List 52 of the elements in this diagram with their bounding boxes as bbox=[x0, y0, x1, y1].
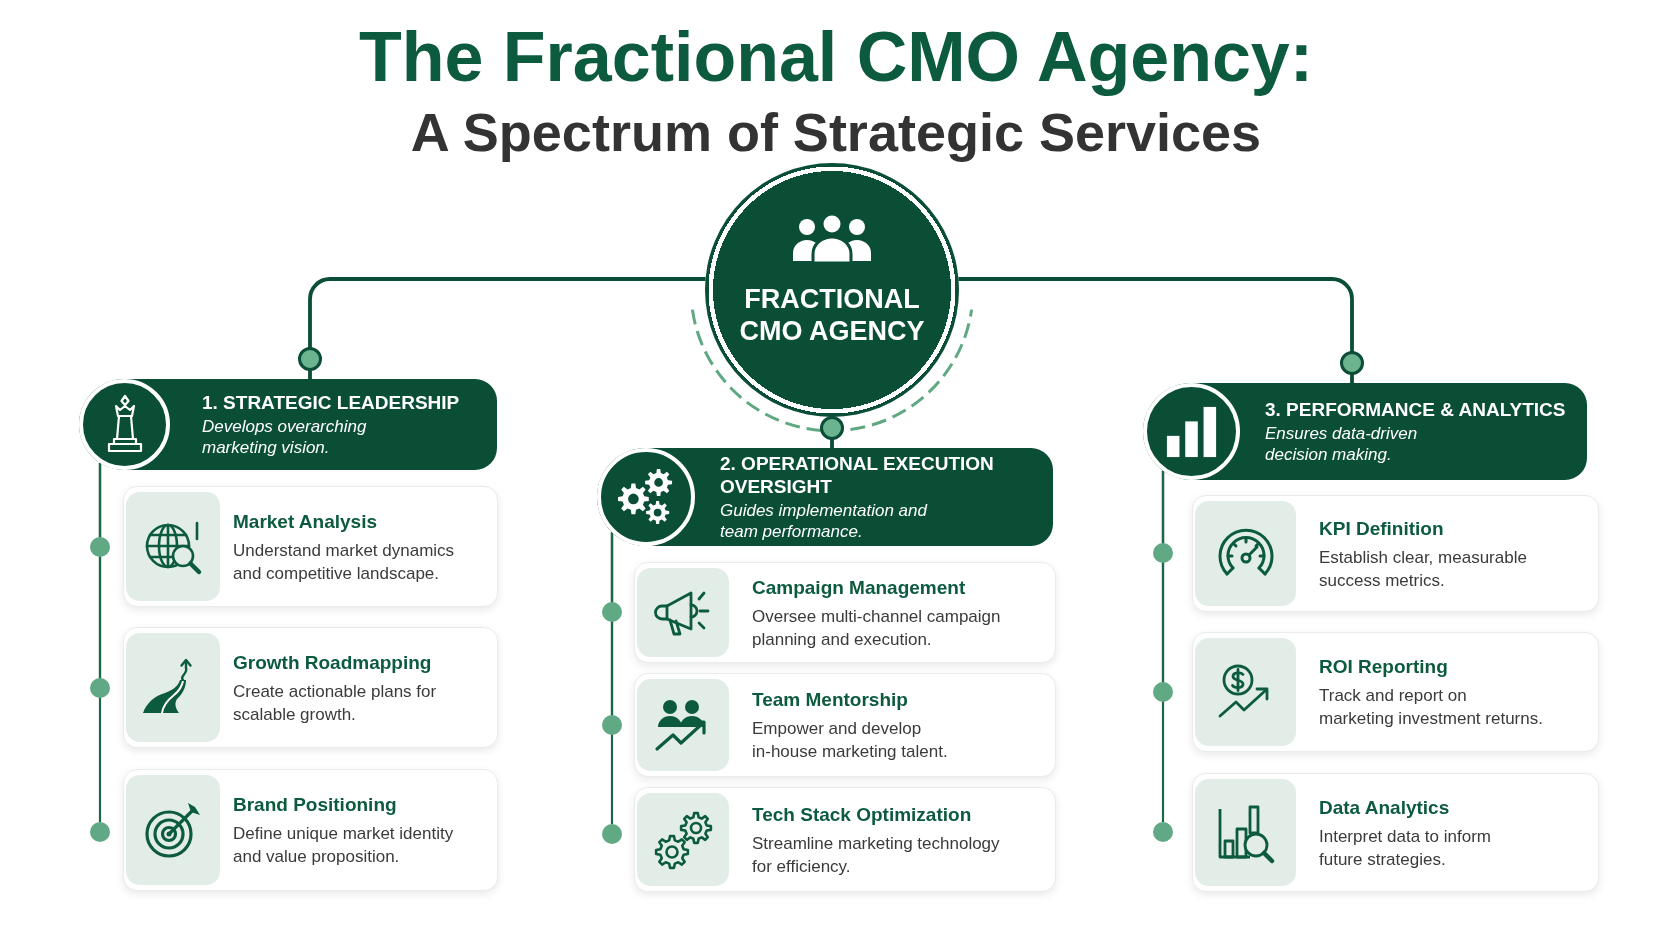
banner-title: 3. PERFORMANCE & ANALYTICS bbox=[1265, 398, 1566, 421]
card-description: Establish clear, measurable success metrics. bbox=[1319, 546, 1527, 592]
card-title: Campaign Management bbox=[752, 575, 967, 600]
card-description: Understand market dynamics and competitive landscape. bbox=[233, 539, 455, 585]
timeline-dot bbox=[602, 715, 622, 735]
service-card bbox=[123, 769, 498, 891]
banner-title: 1. STRATEGIC LEADERSHIP bbox=[202, 391, 460, 414]
section-banner bbox=[79, 379, 497, 470]
banner-title: 2. OPERATIONAL EXECUTION OVERSIGHT bbox=[720, 452, 994, 498]
service-card bbox=[634, 673, 1056, 777]
service-card bbox=[1192, 495, 1599, 612]
card-description: Empower and develop in-house marketing talent. bbox=[752, 718, 948, 763]
section-banner bbox=[1143, 383, 1587, 480]
timeline-dot bbox=[1153, 682, 1173, 702]
card-description: Create actionable plans for scalable growth. bbox=[233, 680, 437, 726]
connector-line bbox=[820, 416, 844, 448]
card-title: Market Analysis bbox=[233, 509, 378, 534]
section-banner bbox=[597, 448, 1053, 546]
card-description: Interpret data to inform future strategies. bbox=[1319, 825, 1491, 871]
service-card bbox=[123, 627, 498, 748]
banner-subtitle: Develops overarching marketing vision. bbox=[202, 416, 368, 458]
timeline-line bbox=[98, 462, 102, 822]
card-title: Tech Stack Optimization bbox=[752, 802, 973, 827]
timeline-dot bbox=[90, 678, 110, 698]
card-title: ROI Reporting bbox=[1319, 655, 1449, 679]
service-card bbox=[634, 562, 1056, 663]
card-title: Data Analytics bbox=[1319, 795, 1451, 820]
card-description: Define unique market identity and value proposition. bbox=[233, 823, 454, 868]
hub-label: FRACTIONAL CMO AGENCY bbox=[739, 283, 925, 347]
card-description: Streamline marketing technology for efficiency. bbox=[752, 832, 1000, 878]
card-description: Oversee multi-channel campaign planning and execution. bbox=[752, 605, 1001, 651]
service-card bbox=[123, 486, 498, 607]
timeline-dot bbox=[1153, 543, 1173, 563]
card-title: Team Mentorship bbox=[752, 688, 909, 712]
timeline-dot bbox=[90, 537, 110, 557]
card-title: Brand Positioning bbox=[233, 793, 398, 817]
connector-line bbox=[298, 277, 706, 379]
timeline-line bbox=[610, 532, 614, 824]
timeline-dot bbox=[602, 824, 622, 844]
timeline-dot bbox=[602, 602, 622, 622]
timeline-dot bbox=[90, 822, 110, 842]
banner-subtitle: Guides implementation and team performance. bbox=[720, 500, 929, 542]
card-title: KPI Definition bbox=[1319, 516, 1445, 541]
service-card bbox=[634, 787, 1056, 892]
service-card bbox=[1192, 773, 1599, 892]
connector-line bbox=[958, 277, 1364, 383]
timeline-dot bbox=[1153, 822, 1173, 842]
timeline-line bbox=[1161, 470, 1165, 822]
card-title: Growth Roadmapping bbox=[233, 650, 433, 675]
card-description: Track and report on marketing investment returns. bbox=[1319, 685, 1543, 730]
banner-subtitle: Ensures data-driven decision making. bbox=[1265, 423, 1419, 465]
service-card bbox=[1192, 632, 1599, 752]
